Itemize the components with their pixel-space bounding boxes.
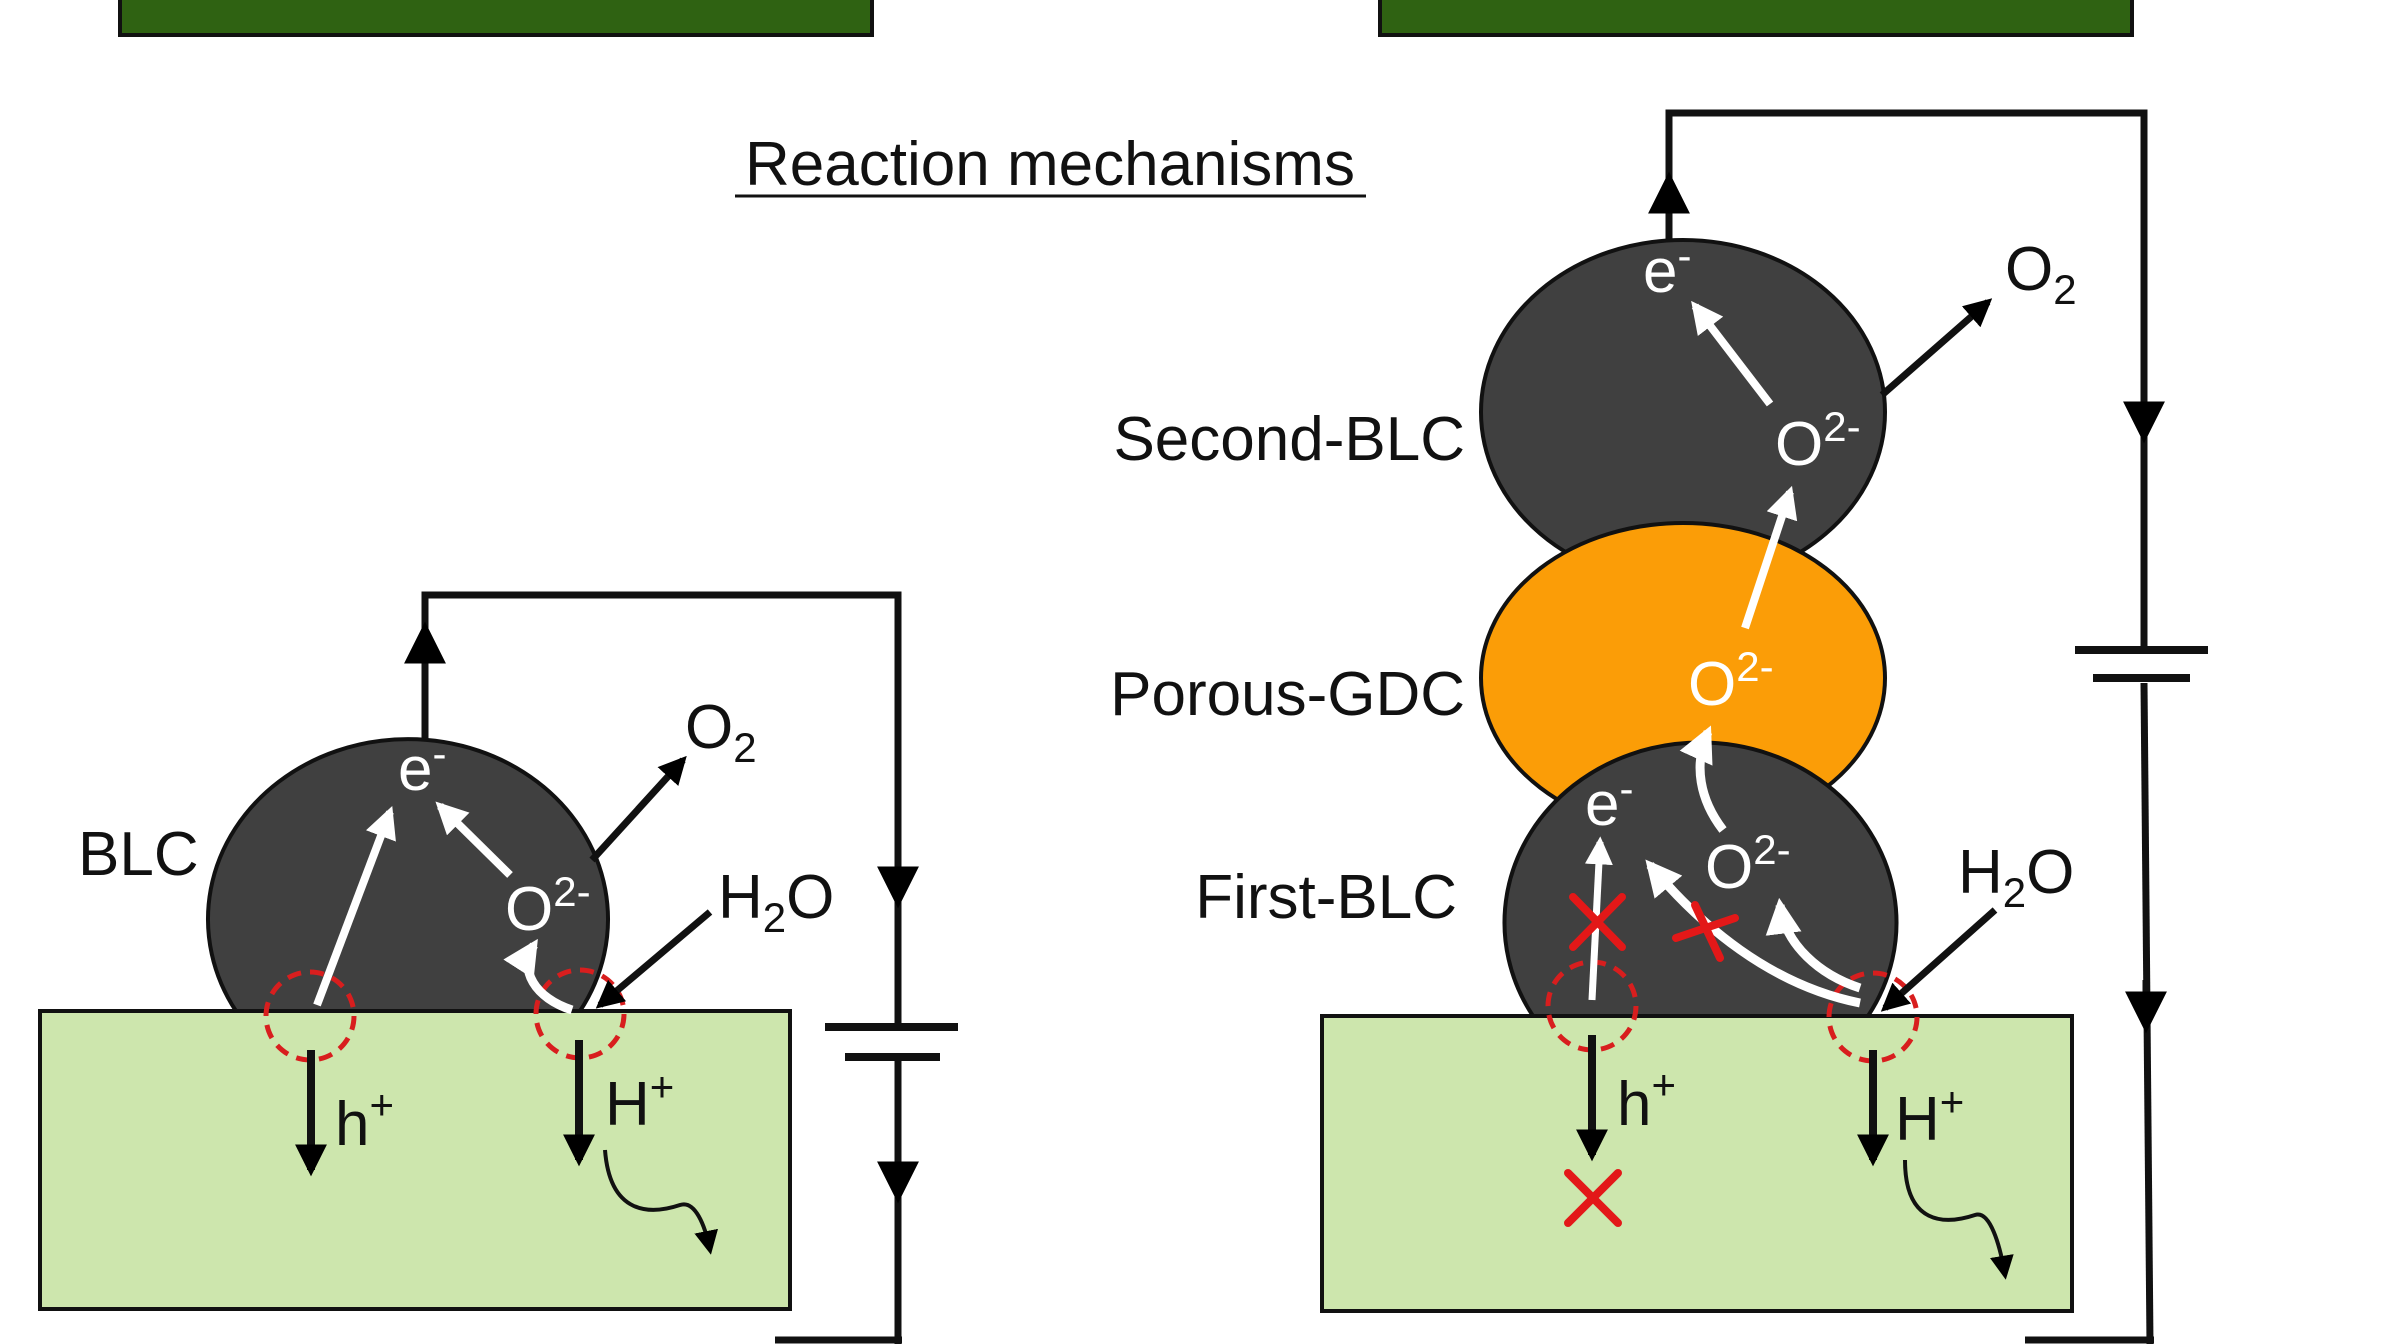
right-panel: Second-BLC Porous-GDC First-BLC e- O2- O… — [1110, 109, 2208, 1344]
right-proton-diffusion-arrow — [1903, 1159, 2014, 1280]
first-blc-label: First-BLC — [1195, 863, 1457, 932]
second-blc-oxide-label: O2- — [1775, 403, 1861, 479]
second-blc-label: Second-BLC — [1113, 405, 1465, 474]
right-hole-label: h+ — [1617, 1061, 1676, 1139]
left-h2o-arrow — [595, 909, 713, 1009]
right-proton-label: H+ — [1895, 1078, 1964, 1154]
left-hole-label: h+ — [335, 1081, 394, 1159]
first-blc-to-gdc-arrow — [1679, 725, 1727, 833]
gdc-oxide-label: O2- — [1688, 643, 1774, 719]
porous-gdc-label: Porous-GDC — [1110, 660, 1465, 729]
first-blc-site-to-electron-arrow — [1645, 859, 1861, 1008]
left-hole-to-electron-arrow — [313, 806, 396, 1007]
left-site-to-oxide-arrow — [503, 938, 574, 1015]
left-oxide-to-electron-arrow — [435, 801, 513, 878]
top-bar-left — [118, 0, 874, 37]
right-substrate — [1320, 1014, 2074, 1313]
right-h2o-arrow — [1880, 907, 1998, 1012]
right-h2o-label: H2O — [1958, 838, 2074, 916]
first-blc-electron-label: e- — [1585, 765, 1633, 839]
left-o2-arrow — [589, 755, 687, 863]
second-blc-electron-label: e- — [1643, 232, 1691, 306]
first-blc-site-to-oxide-arrow — [1765, 897, 1862, 993]
diagram-title: Reaction mechanisms — [745, 130, 1355, 199]
blocked-mark-hole-substrate — [1564, 1169, 1622, 1227]
left-proton-diffusion-arrow — [603, 1149, 718, 1255]
right-o2-arrow — [1879, 298, 1993, 398]
left-o2-label: O2 — [685, 693, 757, 771]
left-h2o-label: H2O — [718, 863, 834, 941]
left-oxide-label: O2- — [505, 868, 591, 944]
right-o2-label: O2 — [2005, 235, 2077, 313]
left-panel: BLC e- O2- O2 H2O h+ H+ — [38, 591, 958, 1344]
left-electron-label: e- — [398, 730, 446, 804]
second-blc-oxide-to-electron-arrow — [1691, 300, 1774, 407]
first-blc-oxide-label: O2- — [1705, 826, 1791, 902]
blocked-mark-hole-path — [1569, 893, 1626, 951]
top-bar-right — [1378, 0, 2134, 37]
blocked-mark-electron-path — [1672, 901, 1739, 962]
gdc-to-second-blc-arrow — [1741, 485, 1798, 630]
left-proton-label: H+ — [605, 1063, 674, 1139]
left-blc-label: BLC — [78, 820, 199, 889]
left-substrate — [38, 1009, 792, 1311]
